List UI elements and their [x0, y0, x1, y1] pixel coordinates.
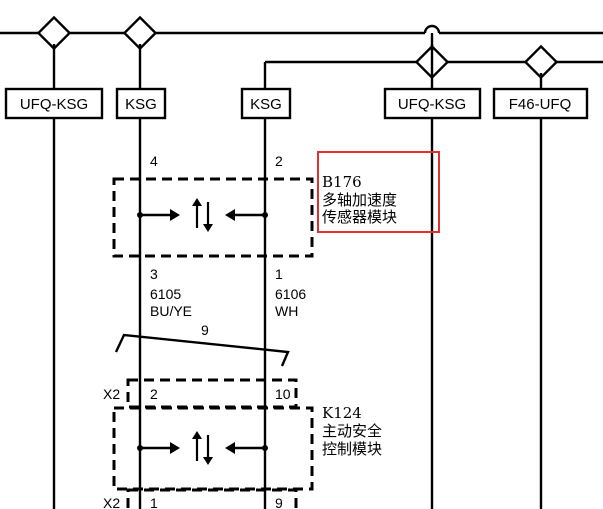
connector-label: UFQ-KSG: [398, 96, 466, 113]
controller-junction-right: [262, 445, 268, 451]
sensor-junction-right: [262, 212, 268, 218]
controller-pin-top-right: 10: [275, 386, 291, 402]
bidirectional-signal-icon: [192, 198, 213, 232]
arrow-right-icon: [170, 209, 180, 221]
splice-node: [523, 44, 559, 80]
controller-connector-bottom: X2: [103, 495, 120, 509]
connector-label: KSG: [125, 96, 157, 113]
splice-node: [36, 15, 72, 51]
controller-name-line1: 主动安全: [322, 422, 382, 440]
wire-right-color: WH: [275, 303, 298, 319]
sensor-junction-left: [137, 212, 143, 218]
sensor-highlight-box: [317, 151, 440, 233]
sensor-pin-bottom-left: 3: [150, 266, 158, 282]
wire-right-id: 6106: [275, 286, 306, 302]
controller-pin-top-left: 2: [150, 386, 158, 402]
sensor-pin-bottom-right: 1: [275, 266, 283, 282]
connector-box: KSG: [115, 87, 167, 120]
wire-left-id: 6105: [150, 286, 181, 302]
arrow-left-icon: [225, 442, 235, 454]
sensor-code: B176: [322, 173, 362, 191]
controller-pin-bottom-right: 9: [275, 495, 283, 509]
sensor-module-outline: [112, 177, 314, 258]
sensor-name-line1: 多轴加速度: [322, 191, 397, 209]
controller-connector-bottom-outline: [126, 488, 298, 509]
twist-count-label: 9: [201, 322, 209, 338]
wire-left-color: BU/YE: [150, 303, 192, 319]
controller-junction-left: [137, 445, 143, 451]
connector-label: F46-UFQ: [509, 96, 572, 113]
controller-connector-top: X2: [103, 386, 120, 402]
sensor-name-line2: 传感器模块: [322, 208, 397, 226]
bidirectional-signal-icon: [192, 431, 213, 465]
connector-label: KSG: [250, 96, 282, 113]
arrow-left-icon: [225, 209, 235, 221]
controller-name-line2: 控制模块: [322, 440, 382, 458]
bus-crossover: [423, 24, 441, 34]
arrow-right-icon: [170, 442, 180, 454]
sensor-pin-top-left: 4: [150, 153, 158, 169]
splice-node: [122, 15, 158, 51]
connector-box: UFQ-KSG: [383, 87, 482, 120]
connector-label: UFQ-KSG: [20, 96, 88, 113]
connector-box: F46-UFQ: [492, 87, 589, 120]
controller-code: K124: [322, 404, 362, 422]
connector-box: KSG: [240, 87, 292, 120]
connector-box: UFQ-KSG: [4, 87, 104, 120]
sensor-pin-top-right: 2: [275, 153, 283, 169]
twisted-pair-marker: [114, 333, 290, 367]
controller-pin-bottom-left: 1: [150, 495, 158, 509]
